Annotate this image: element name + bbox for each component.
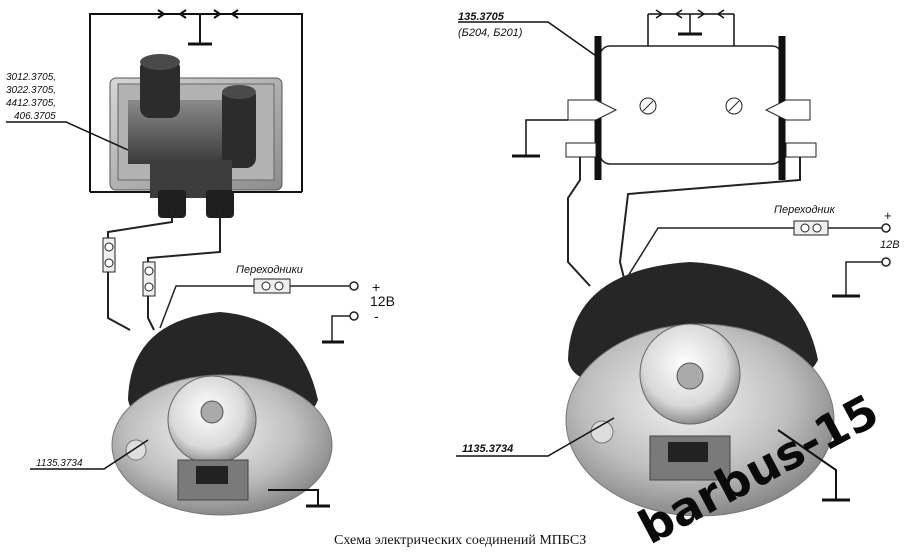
right-voltage-label: 12В (880, 239, 900, 251)
left-wires (107, 212, 221, 331)
coil-model-4: 406.3705 (14, 111, 56, 122)
left-hall-sensor (111, 312, 333, 516)
left-plus-sign: + (372, 279, 380, 295)
coil-model-3: 4412.3705, (6, 98, 56, 109)
right-sensor-model-label: 1135.3734 (456, 417, 615, 457)
left-power-supply: Переходники + 12В - (159, 264, 395, 344)
right-hall-sensor (565, 262, 835, 517)
right-scheme: 135.3705 (Б204, Б201) (456, 9, 900, 517)
right-sensor-model: 1135.3734 (462, 443, 513, 455)
left-voltage-label: 12В (370, 293, 395, 309)
left-minus-sign: - (374, 308, 379, 324)
right-sensor-ground (777, 429, 850, 502)
left-sensor-model-label: 1135.3734 (30, 439, 149, 470)
left-scheme: 3012.3705, 3022.3705, 4412.3705, 406.370… (6, 9, 395, 516)
coil-model-2: 3022.3705, (6, 85, 56, 96)
left-ignition-coil (109, 54, 283, 218)
right-adapter-label: Переходник (774, 204, 836, 216)
coil-model-1: 3012.3705, (6, 72, 56, 83)
left-coil-model-label: 3012.3705, 3022.3705, 4412.3705, 406.370… (6, 72, 129, 151)
right-wires (567, 157, 801, 287)
right-coil-model-label: 135.3705 (Б204, Б201) (458, 11, 617, 71)
diagram-caption: Схема электрических соединений МПБСЗ (334, 533, 586, 548)
right-coil-model-line1: 135.3705 (458, 11, 505, 23)
left-inline-connectors (102, 237, 156, 297)
left-sensor-model: 1135.3734 (36, 458, 83, 469)
left-ground-frame (89, 9, 303, 193)
left-adapter-label: Переходники (236, 264, 303, 276)
right-coil-ground (512, 119, 568, 158)
left-sensor-ground (268, 489, 330, 508)
right-coil-model-line2: (Б204, Б201) (458, 27, 523, 39)
right-plus-sign: + (884, 208, 892, 223)
right-ignition-coil (565, 36, 817, 180)
right-power-supply: Переходник + 12В (627, 204, 900, 298)
